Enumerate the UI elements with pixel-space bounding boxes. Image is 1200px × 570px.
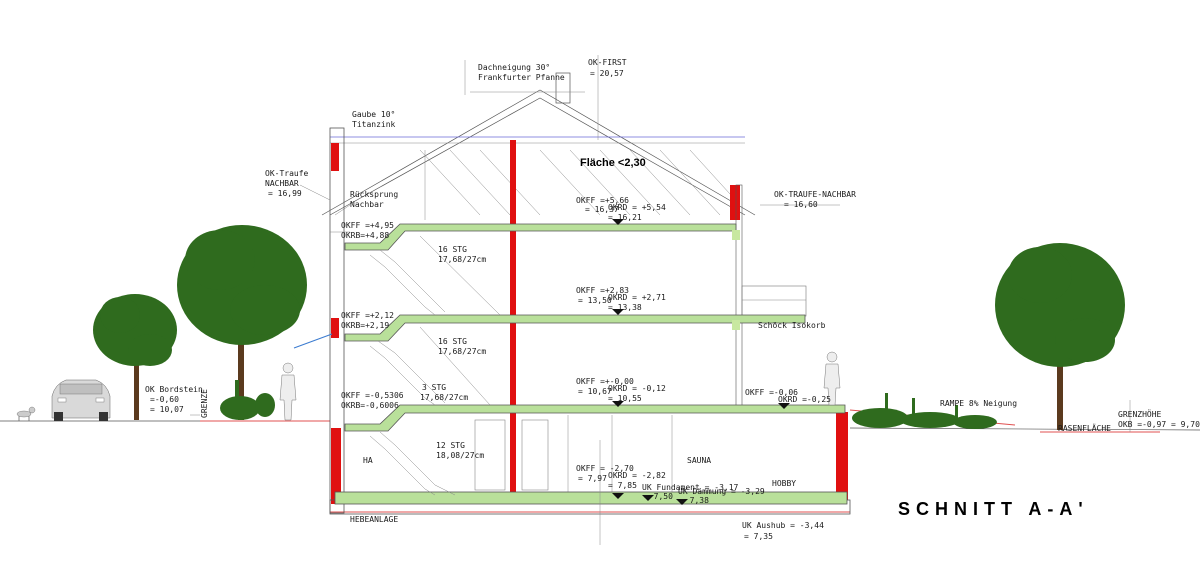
attic-okff-left: OKFF =+4,95: [341, 221, 394, 230]
stair-1-dim: 17,68/27cm: [438, 255, 486, 264]
room-ha: HA: [363, 456, 373, 465]
setback-label: Rücksprung: [350, 190, 398, 199]
uk-fundament: UK Fundament = -3,17: [642, 483, 739, 492]
bordstein-label: OK Bordstein: [145, 385, 203, 394]
stair-4-count: 12 STG: [436, 441, 465, 450]
attic-okff: OKFF =+5,66: [576, 196, 629, 205]
dormer-material: Titanzink: [352, 120, 396, 129]
isokorb-leader: [293, 333, 333, 349]
floor-slabs: [334, 223, 848, 505]
basement-okrd-abs: = 7,85: [608, 481, 637, 490]
ridge-value: = 20,57: [590, 69, 624, 78]
rasen-label: RASENFLÄCHE: [1058, 423, 1111, 433]
eave-left-label-2: NACHBAR: [265, 179, 299, 188]
ground-okrb-left: OKRB=-0,6006: [341, 401, 399, 410]
ramp-label: RAMPE 8% Neigung: [940, 399, 1017, 408]
ground-okff-right: OKFF =-0,06: [745, 388, 798, 397]
room-hobby: HOBBY: [772, 479, 796, 488]
bordstein-abs: = 10,07: [150, 405, 184, 414]
bordstein-value: =-0,60: [150, 395, 179, 404]
ground-okff-abs: = 10,67: [578, 387, 612, 396]
ground-okrd-right: OKRD =-0,25: [778, 395, 831, 404]
upper-okff-left: OKFF =+2,12: [341, 311, 394, 320]
ridge-label: OK-FIRST: [588, 58, 627, 67]
basement-okff-abs: = 7,97: [578, 474, 607, 483]
upper-okrd: OKRD = +2,71: [608, 293, 666, 302]
shrubs: [220, 380, 997, 429]
room-hebeanlage: HEBEANLAGE: [350, 515, 398, 524]
ground-okff: OKFF =+-0,00: [576, 377, 634, 386]
car: [51, 379, 111, 421]
uk-aushub-abs: = 7,35: [744, 532, 773, 541]
stair-3-dim: 17,68/27cm: [420, 393, 468, 402]
stair-2-count: 16 STG: [438, 337, 467, 346]
person-left: [279, 362, 297, 421]
eave-right-value: = 16,60: [784, 200, 818, 209]
ground-okff-left: OKFF =-0,5306: [341, 391, 404, 400]
tree-left-small: [93, 294, 177, 420]
upper-okff-abs: = 13,50: [578, 296, 612, 305]
roof-tile-label: Frankfurter Pfanne: [478, 73, 565, 82]
setback-label-2: Nachbar: [350, 200, 384, 209]
eave-left-label: OK-Traufe: [265, 169, 309, 178]
grenzhoehe-label: GRENZHÖHE: [1118, 409, 1162, 419]
person-right: [823, 351, 841, 406]
stair-4-dim: 18,08/27cm: [436, 451, 484, 460]
area-note: Fläche <2,30: [580, 157, 646, 169]
tree-right: [995, 243, 1125, 430]
uk-daemmung: UK Dämmung = -3,29: [678, 487, 765, 496]
basement-okrd: OKRD = -2,82: [608, 471, 666, 480]
upper-okrd-abs: = 13,38: [608, 303, 642, 312]
grenzhoehe-value: OKB =-0,97 = 9,70: [1118, 420, 1200, 429]
stair-3-count: 3 STG: [422, 383, 446, 392]
dog: [16, 406, 36, 421]
eave-right-label: OK-TRAUFE-NACHBAR: [774, 190, 856, 199]
room-sauna: SAUNA: [687, 456, 711, 465]
attic-okrb-left: OKRB=+4,88: [341, 231, 389, 240]
isokorb-label: Schöck Isokorb: [758, 321, 826, 330]
upper-okrb-left: OKRB=+2,19: [341, 321, 389, 330]
eave-left-value: = 16,99: [268, 189, 302, 198]
upper-okff: OKFF =+2,83: [576, 286, 629, 295]
roof-pitch-label: Dachneigung 30°: [478, 63, 550, 72]
stairs: [369, 235, 501, 496]
attic-okrd: OKRD = +5,54: [608, 203, 666, 212]
ground-okrd: OKRD = -0,12: [608, 384, 666, 393]
attic-okrd-abs: = 16,21: [608, 213, 642, 222]
ground-okrd-abs: = 10,55: [608, 394, 642, 403]
level-markers: [612, 219, 790, 505]
dormer-label: Gaube 10°: [352, 110, 395, 119]
uk-aushub: UK Aushub = -3,44: [742, 521, 824, 530]
tree-left-large: [177, 225, 307, 420]
stair-2-dim: 17,68/27cm: [438, 347, 486, 356]
attic-okff-abs: = 16,37: [585, 205, 619, 214]
stair-1-count: 16 STG: [438, 245, 467, 254]
grenze-label: GRENZE: [200, 389, 209, 418]
uk-daemmung-abs: = 7,38: [680, 496, 709, 505]
uk-fundament-abs: = 7,50: [644, 492, 673, 501]
dimension-lines: [190, 55, 1131, 545]
drawing-title: SCHNITT A-A': [898, 499, 1089, 519]
ground-line-right: [849, 427, 1200, 431]
basement-okff: OKFF = -2,70: [576, 464, 634, 473]
